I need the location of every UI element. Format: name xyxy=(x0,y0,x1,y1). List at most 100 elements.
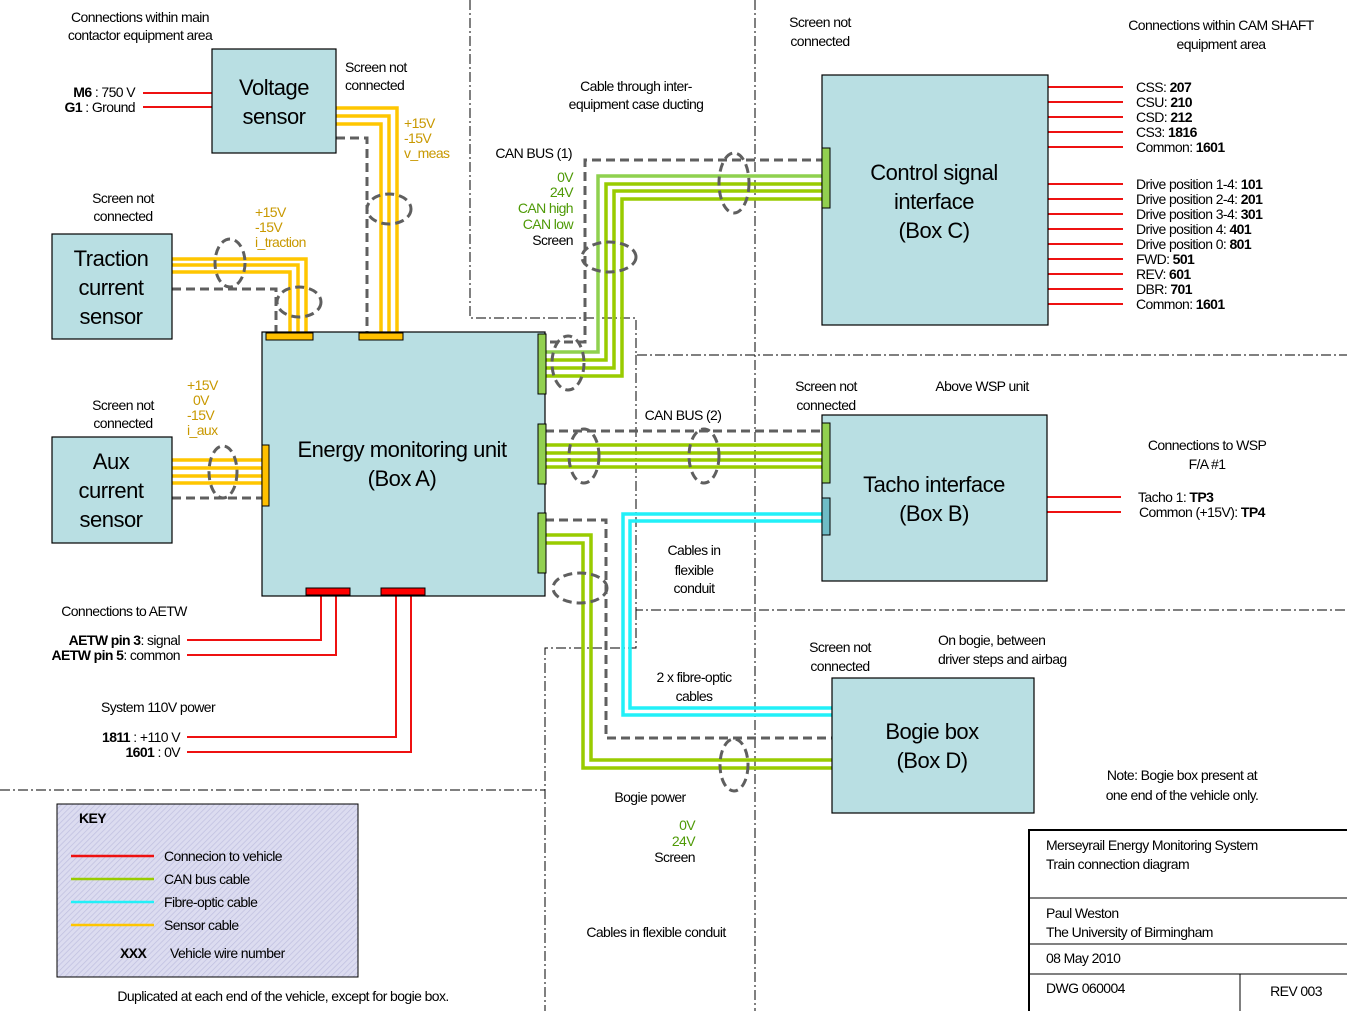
tacho-screen-note: Screen not xyxy=(795,378,857,394)
svg-text:sensor: sensor xyxy=(79,304,142,329)
svg-text:(Box D): (Box D) xyxy=(896,748,967,773)
voltage-sensor-label: Voltage xyxy=(239,75,309,100)
key-footnote: Duplicated at each end of the vehicle, e… xyxy=(117,988,448,1004)
cam-shaft-connection: Drive position 1-4: 101 xyxy=(1136,176,1263,192)
svg-text:Vehicle wire number: Vehicle wire number xyxy=(170,945,286,961)
svg-text:Cables in flexible conduit: Cables in flexible conduit xyxy=(586,924,726,940)
can-bus-1-signals: 0V 24V CAN high CAN low Screen xyxy=(518,169,575,248)
power-connections: System 110V power 1811 : +110 V 1601 : 0… xyxy=(101,699,217,760)
svg-text:(Box C): (Box C) xyxy=(898,218,969,243)
svg-text:Cables in: Cables in xyxy=(668,542,721,558)
svg-text:On bogie, between: On bogie, between xyxy=(938,632,1045,648)
svg-text:Above WSP unit: Above WSP unit xyxy=(935,378,1029,394)
svg-text:Energy monitoring unit: Energy monitoring unit xyxy=(297,437,507,462)
power-pin-1601: 1601 : 0V xyxy=(125,744,181,760)
svg-text:sensor: sensor xyxy=(242,104,305,129)
cam-shaft-connection: CS3: 1816 xyxy=(1136,124,1198,140)
cam-shaft-connection: Drive position 0: 801 xyxy=(1136,236,1252,252)
svg-text:connected: connected xyxy=(93,415,152,431)
vehicle-connections xyxy=(143,86,1123,753)
svg-text:Control signal: Control signal xyxy=(870,160,998,185)
svg-text:v_meas: v_meas xyxy=(404,145,450,161)
cam-shaft-connection: FWD: 501 xyxy=(1136,251,1195,267)
svg-text:CAN high: CAN high xyxy=(518,200,573,216)
control-signal-interface-box: Control signal interface (Box C) xyxy=(821,74,1049,326)
svg-text:CAN low: CAN low xyxy=(523,216,575,232)
key-wire-symbol: XXX xyxy=(120,945,147,961)
cam-shaft-connection: CSS: 207 xyxy=(1136,79,1192,95)
voltage-sensor-box: Voltage sensor xyxy=(211,48,337,154)
svg-text:interface: interface xyxy=(894,189,974,214)
bogie-box: Bogie box (Box D) xyxy=(831,677,1035,814)
svg-text:Connections within main: Connections within main xyxy=(71,9,209,25)
svg-text:Aux: Aux xyxy=(93,449,130,474)
svg-text:2 x fibre-optic: 2 x fibre-optic xyxy=(656,669,732,685)
zone-boundary-conduit xyxy=(544,610,637,1011)
aux-sensor-connector xyxy=(261,444,270,507)
drawing-date: 08 May 2010 xyxy=(1046,950,1121,966)
aux-sensor-box: Aux current sensor xyxy=(51,436,173,544)
svg-text:sensor: sensor xyxy=(79,507,142,532)
svg-text:+15V: +15V xyxy=(255,204,287,220)
cam-shaft-connection: Drive position 3-4: 301 xyxy=(1136,206,1263,222)
annotations: Connections within main contactor equipm… xyxy=(68,9,1316,940)
tacho-can-connector xyxy=(821,422,831,484)
control-screen-note: Screen not xyxy=(789,14,851,30)
cam-shaft-connection: DBR: 701 xyxy=(1136,281,1193,297)
svg-text:i_aux: i_aux xyxy=(187,422,218,438)
cam-shaft-connection: CSU: 210 xyxy=(1136,94,1193,110)
traction-screen-note: Screen not xyxy=(92,190,154,206)
svg-text:(Box A): (Box A) xyxy=(368,466,437,491)
svg-text:current: current xyxy=(79,275,144,300)
wsp-pin-tacho1: Tacho 1: TP3 xyxy=(1138,489,1214,505)
can-bus-1-connector xyxy=(537,333,547,395)
tacho-interface-box: Tacho interface (Box B) xyxy=(821,414,1048,582)
cam-shaft-connection: Drive position 2-4: 201 xyxy=(1136,191,1263,207)
zone-boundary-ducting xyxy=(469,0,1347,356)
bogie-power-connector xyxy=(537,512,547,574)
voltage-sensor-connector xyxy=(358,332,404,341)
energy-monitoring-unit-box: Energy monitoring unit (Box A) xyxy=(261,331,547,597)
voltage-screen-note: Screen not xyxy=(345,59,407,75)
svg-text:F/A #1: F/A #1 xyxy=(1189,456,1227,472)
svg-text:connected: connected xyxy=(790,33,849,49)
svg-text:connected: connected xyxy=(345,77,404,93)
key-item-label: Fibre-optic cable xyxy=(164,894,258,910)
svg-text:Traction: Traction xyxy=(74,246,149,271)
drawing-title: Merseyrail Energy Monitoring System xyxy=(1046,837,1258,853)
svg-text:contactor equipment area: contactor equipment area xyxy=(68,27,213,43)
svg-text:24V: 24V xyxy=(550,184,574,200)
cam-shaft-connection: REV: 601 xyxy=(1136,266,1191,282)
svg-text:connected: connected xyxy=(810,658,869,674)
drawing-revision: REV 003 xyxy=(1270,983,1323,999)
svg-text:(Box B): (Box B) xyxy=(899,501,969,526)
svg-text:connected: connected xyxy=(93,208,152,224)
can-bus-2-connector xyxy=(537,423,547,485)
bogie-screen-note: Screen not xyxy=(809,639,871,655)
svg-text:Screen: Screen xyxy=(532,232,573,248)
aetw-pin-5: AETW pin 5: common xyxy=(52,647,180,663)
aetw-connections: Connections to AETW AETW pin 3: signal A… xyxy=(52,603,189,663)
can-bus-cables xyxy=(543,151,832,793)
key-item-label: Sensor cable xyxy=(164,917,239,933)
fibre-optic-cables xyxy=(621,512,838,717)
svg-text:0V: 0V xyxy=(193,392,210,408)
traction-sensor-connector xyxy=(265,332,314,341)
svg-text:Bogie power: Bogie power xyxy=(614,789,686,805)
svg-text:-15V: -15V xyxy=(404,130,432,146)
svg-text:driver steps and airbag: driver steps and airbag xyxy=(938,651,1067,667)
aetw-connector xyxy=(305,587,351,596)
svg-text:0V: 0V xyxy=(679,817,696,833)
svg-text:-15V: -15V xyxy=(187,407,215,423)
drawing-organisation: The University of Birmingham xyxy=(1046,924,1213,940)
svg-text:flexible: flexible xyxy=(675,562,715,578)
wsp-connections: Tacho 1: TP3 Common (+15V): TP4 xyxy=(1138,489,1266,520)
svg-text:equipment area: equipment area xyxy=(1177,36,1267,52)
svg-text:Note: Bogie box present at: Note: Bogie box present at xyxy=(1107,767,1258,783)
voltage-inputs: M6 : 750 V G1 : Ground xyxy=(65,84,137,115)
key-item-label: CAN bus cable xyxy=(164,871,250,887)
voltage-input-m6: M6 : 750 V xyxy=(73,84,136,100)
can-bus-2-title: CAN BUS (2) xyxy=(645,407,722,423)
